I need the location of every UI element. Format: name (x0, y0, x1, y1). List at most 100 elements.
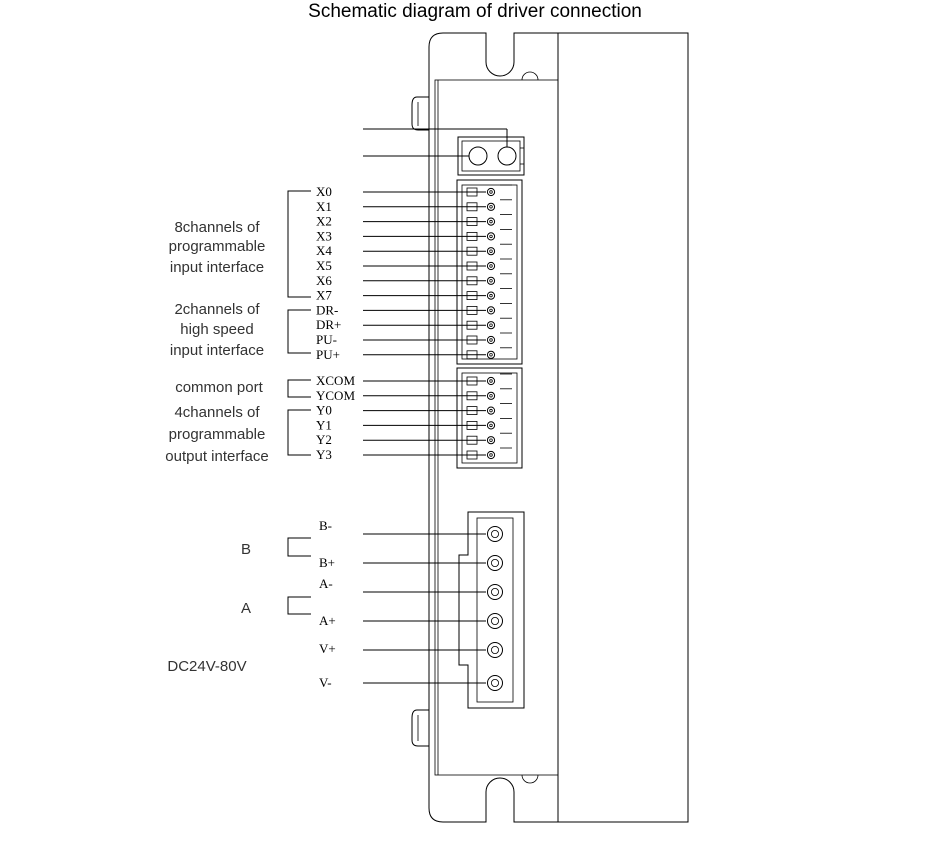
bracket-highspeed (287, 309, 311, 354)
signal-terminal-screw (486, 421, 496, 430)
pin-label: XCOM (316, 373, 355, 388)
front-plate (428, 32, 559, 823)
label-power-supply: DC24V-80V (167, 658, 246, 675)
pin-label: YCOM (316, 388, 355, 403)
bracket-output4 (287, 409, 311, 456)
signal-connector-lower (456, 367, 523, 469)
signal-terminal-center (489, 394, 493, 398)
pin-label: DR- (316, 302, 338, 317)
signal-pin-latch (466, 376, 478, 386)
signal-terminal-center (489, 279, 493, 283)
signal-pin-latch (466, 350, 478, 360)
bracket-phase-b (287, 537, 311, 557)
power-pin-rows (363, 526, 503, 691)
signal-terminal-center (489, 293, 493, 298)
power-terminal-screw (487, 555, 503, 571)
pin-label: X1 (316, 199, 332, 214)
aux-connector (363, 128, 525, 176)
pin-label: X7 (316, 288, 332, 303)
signal-connector-upper (456, 179, 523, 365)
signal-pin-latch (466, 335, 478, 345)
signal-terminal-screw (486, 436, 496, 445)
pin-label: Y2 (316, 432, 332, 447)
signal-pin-latch (466, 217, 478, 227)
signal-pin-latch (466, 276, 478, 286)
label-common-port: common port (175, 379, 263, 396)
signal-terminal-screw (486, 232, 496, 241)
power-terminal-center (490, 617, 499, 626)
signal-terminal-screw (486, 321, 496, 330)
bracket-common (287, 379, 311, 398)
signal-terminal-screw (486, 276, 496, 285)
signal-terminal-screw (486, 261, 496, 271)
pin-label: X2 (316, 214, 332, 229)
signal-terminal-center (489, 190, 493, 194)
power-terminal-center (490, 559, 499, 568)
power-pin-label: A- (319, 576, 333, 591)
power-terminal-center (490, 588, 499, 597)
signal-terminal-screw (486, 450, 496, 460)
label-output4-line2: programmable (169, 426, 266, 443)
signal-terminal-center (489, 453, 493, 457)
pin-label: X6 (316, 273, 332, 288)
signal-terminal-screw (486, 376, 496, 386)
signal-pin-latch (466, 305, 478, 315)
bracket-input8 (287, 190, 311, 298)
power-terminal-screw (487, 675, 503, 691)
signal-pin-rows (363, 184, 512, 460)
label-output4-line1: 4channels of (174, 404, 260, 421)
power-terminal-center (490, 530, 499, 539)
signal-terminal-center (489, 379, 493, 383)
signal-terminal-center (489, 264, 493, 268)
signal-terminal-screw (486, 247, 496, 256)
label-highspeed-line1: 2channels of (174, 301, 260, 318)
signal-terminal-center (489, 234, 493, 239)
signal-pin-latch (466, 291, 478, 301)
signal-pin-latch (466, 231, 478, 241)
signal-terminal-center (489, 323, 493, 327)
signal-terminal-screw (486, 291, 496, 300)
label-input8-line3: input interface (170, 259, 264, 276)
signal-terminal-screw (486, 202, 496, 211)
signal-pin-latch (466, 246, 478, 256)
inner-panel (434, 79, 559, 776)
power-pin-label: B- (319, 518, 332, 533)
signal-terminal-screw (486, 306, 496, 315)
power-connector (458, 511, 525, 709)
signal-terminal-center (489, 219, 493, 224)
signal-terminal-center (489, 249, 493, 253)
diagram-title: Schematic diagram of driver connection (308, 1, 642, 22)
label-input8-line1: 8channels of (174, 219, 260, 236)
signal-terminal-center (489, 338, 493, 342)
label-phase-a: A (241, 600, 251, 617)
power-terminal-screw (487, 584, 503, 600)
signal-terminal-screw (486, 391, 496, 400)
signal-terminal-center (489, 205, 493, 209)
pin-label: X4 (316, 243, 332, 258)
pin-label: DR+ (316, 317, 341, 332)
aux-terminal-2 (497, 146, 517, 166)
power-terminal-screw (487, 642, 503, 658)
signal-terminal-center (489, 423, 493, 428)
power-terminal-screw (487, 526, 503, 542)
pin-label: Y0 (316, 403, 332, 418)
signal-pin-latch (466, 187, 478, 197)
signal-terminal-screw (486, 350, 496, 359)
signal-pin-labels: X0X1X2X3X4X5X6X7DR-DR+PU-PU+XCOMYCOMY0Y1… (316, 184, 355, 462)
pin-label: Y3 (316, 447, 332, 462)
aux-terminal-1 (468, 146, 488, 166)
power-pin-labels: B-B+A-A+V+V- (319, 518, 336, 690)
mount-tab-top (411, 96, 429, 131)
power-pin-label: V- (319, 675, 332, 690)
signal-pin-latch (466, 435, 478, 445)
signal-pin-latch (466, 420, 478, 430)
power-terminal-center (490, 679, 499, 688)
signal-pin-latch (466, 261, 478, 271)
label-highspeed-line3: input interface (170, 342, 264, 359)
label-phase-b: B (241, 541, 251, 558)
pin-label: PU- (316, 332, 337, 347)
group-labels: 8channels of programmable input interfac… (165, 219, 268, 675)
power-terminal-screw (487, 613, 503, 629)
signal-pin-latch (466, 320, 478, 330)
